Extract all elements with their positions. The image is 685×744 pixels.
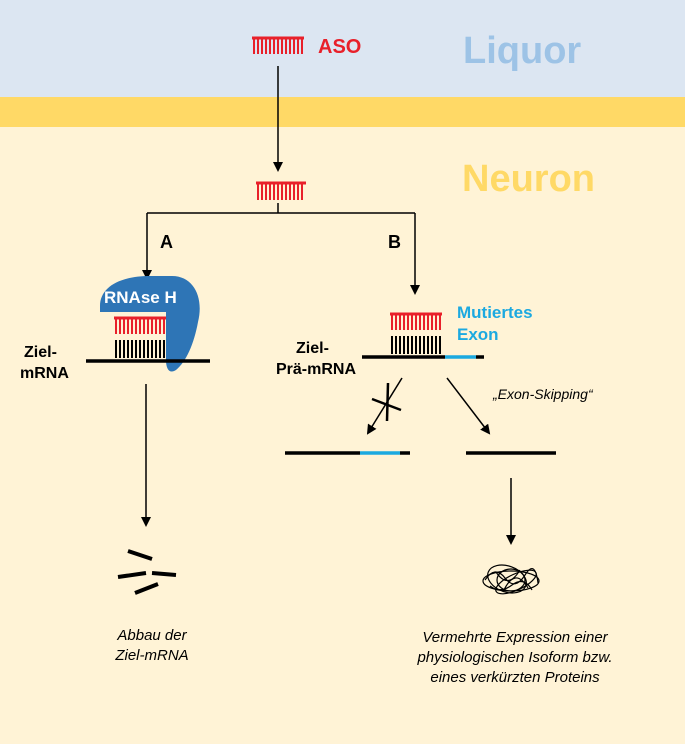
- target-premrna-label-line2: Prä-mRNA: [276, 361, 357, 378]
- blocked-splicing-arrow: [366, 377, 403, 435]
- aso-premrna-duplex: [362, 312, 484, 359]
- exon-skipping-label: „Exon-Skipping“: [493, 386, 593, 402]
- mutated-exon-label-line2: Exon: [457, 325, 499, 344]
- aso-mrna-duplex: [86, 316, 210, 363]
- target-mrna-label-line2: mRNA: [20, 365, 69, 382]
- cell-membrane: [0, 97, 685, 127]
- path-b-label: B: [388, 232, 401, 252]
- rnase-h-label: RNAse H: [104, 288, 177, 307]
- outcome-a-text: Abbau der Ziel-mRNA: [92, 626, 212, 666]
- mutated-exon-label: Mutiertes Exon: [457, 302, 533, 346]
- aso-oligo-neuron: [256, 181, 306, 200]
- target-premrna-label: Ziel- Prä-mRNA: [276, 338, 356, 380]
- path-a-label: A: [160, 232, 173, 252]
- outcome-b-line2: physiologischen Isoform bzw.: [417, 649, 613, 666]
- blocked-cross-icon: [371, 382, 402, 422]
- csf-compartment: [0, 0, 685, 97]
- outcome-b-line1: Vermehrte Expression einer: [422, 629, 608, 646]
- degraded-mrna-fragments: [117, 549, 177, 595]
- mutated-exon-label-line1: Mutiertes: [457, 303, 533, 322]
- exon-skipping-arrow: [446, 377, 491, 435]
- aso-oligo-csf: [252, 36, 304, 54]
- outcome-b-line3: eines verkürzten Proteins: [430, 669, 600, 686]
- branch-connector: [147, 203, 415, 214]
- aso-label: ASO: [318, 36, 362, 58]
- csf-label: Liquor: [463, 30, 582, 72]
- neuron-label: Neuron: [462, 158, 595, 200]
- target-premrna-label-line1: Ziel-: [296, 340, 329, 357]
- target-mrna-label: Ziel- mRNA: [20, 342, 69, 384]
- rnase-h-enzyme: [100, 276, 200, 372]
- target-mrna-label-line1: Ziel-: [24, 344, 57, 361]
- outcome-b-text: Vermehrte Expression einer physiologisch…: [380, 628, 650, 688]
- outcome-a-line1: Abbau der: [117, 627, 187, 644]
- protein-icon: [482, 564, 540, 595]
- outcome-a-line2: Ziel-mRNA: [115, 647, 189, 664]
